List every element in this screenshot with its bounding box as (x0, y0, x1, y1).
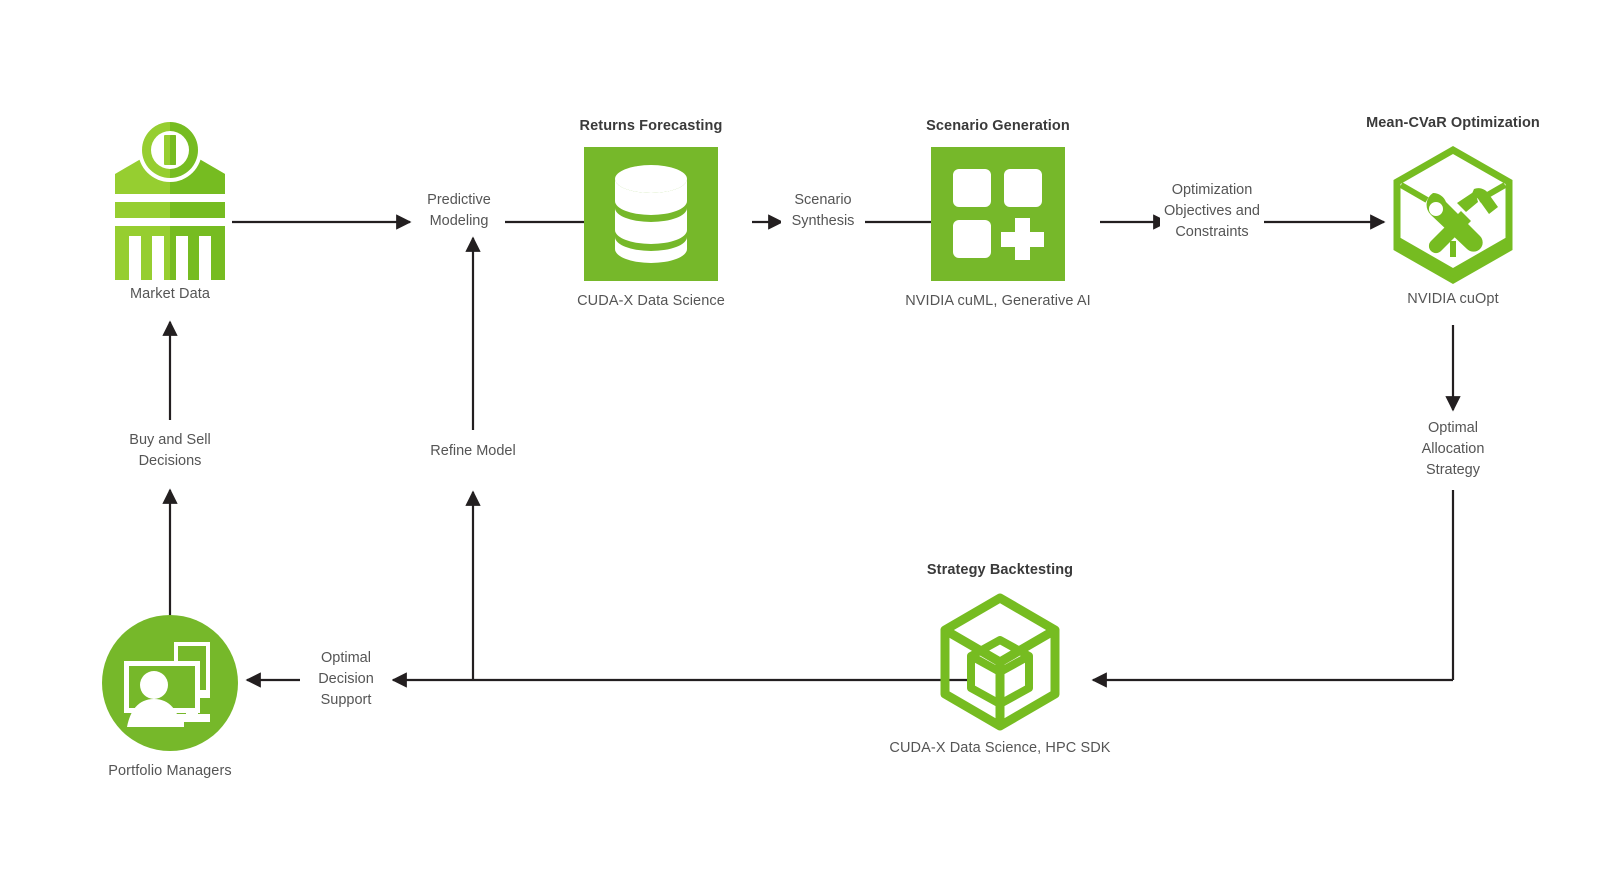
edge-line: Objectives and (1164, 203, 1260, 219)
edge-line: Strategy (1426, 462, 1480, 478)
edge-line: Allocation (1421, 441, 1485, 457)
node-caption: CUDA-X Data Science (577, 293, 725, 309)
node-portfolio-managers[interactable]: Portfolio Managers (60, 615, 280, 779)
edge-line: Decisions (138, 453, 202, 469)
node-returns-forecasting[interactable]: Returns Forecasting CUDA-X Data Science (545, 118, 757, 309)
node-caption: NVIDIA cuOpt (1407, 291, 1499, 307)
edge-line: Optimal (321, 650, 371, 666)
edge-label-predictive-modeling: Predictive Modeling (413, 190, 505, 232)
node-title: Returns Forecasting (579, 118, 723, 134)
node-caption: Market Data (129, 286, 211, 302)
node-title: Scenario Generation (926, 118, 1070, 134)
edge-line: Optimization (1171, 182, 1253, 198)
edge-line: Support (320, 692, 372, 708)
edge-line: Refine Model (430, 443, 516, 459)
node-scenario-generation[interactable]: Scenario Generation NVIDIA cuML, Generat… (890, 118, 1106, 309)
nested-cube-icon (940, 593, 1060, 731)
edge-line: Synthesis (791, 213, 855, 229)
database-icon (584, 147, 718, 281)
bank-icon (60, 120, 280, 280)
edge-line: Decision (318, 671, 374, 687)
edge-line: Optimal (1428, 420, 1478, 436)
node-title: Strategy Backtesting (926, 562, 1074, 578)
edge-label-buy-and-sell-decisions: Buy and Sell Decisions (108, 430, 232, 472)
node-strategy-backtesting[interactable]: Strategy Backtesting CUDA-X Data Scie (880, 562, 1120, 756)
edge-line: Modeling (429, 213, 489, 229)
grid-plus-icon (931, 147, 1065, 281)
cube-tools-icon (1393, 145, 1513, 285)
node-caption: Portfolio Managers (108, 763, 232, 779)
edge-line: Buy and Sell (129, 432, 211, 448)
node-market-data[interactable]: Market Data (60, 120, 280, 302)
edge-label-refine-model: Refine Model (410, 441, 536, 462)
edge-line: Predictive (427, 192, 491, 208)
node-caption: CUDA-X Data Science, HPC SDK (889, 740, 1111, 756)
edge-label-scenario-synthesis: Scenario Synthesis (781, 190, 865, 232)
node-caption: NVIDIA cuML, Generative AI (905, 293, 1091, 309)
node-mean-cvar-optimization[interactable]: Mean-CVaR Optimization (1328, 115, 1578, 307)
edge-label-optimization-objectives: Optimization Objectives and Constraints (1160, 180, 1264, 243)
edge-line: Constraints (1175, 224, 1249, 240)
edge-label-optimal-decision-support: Optimal Decision Support (300, 648, 392, 711)
person-monitor-icon (60, 615, 280, 751)
edge-line: Scenario (794, 192, 852, 208)
edge-label-optimal-allocation-strategy: Optimal Allocation Strategy (1400, 418, 1506, 481)
node-title: Mean-CVaR Optimization (1366, 115, 1540, 131)
